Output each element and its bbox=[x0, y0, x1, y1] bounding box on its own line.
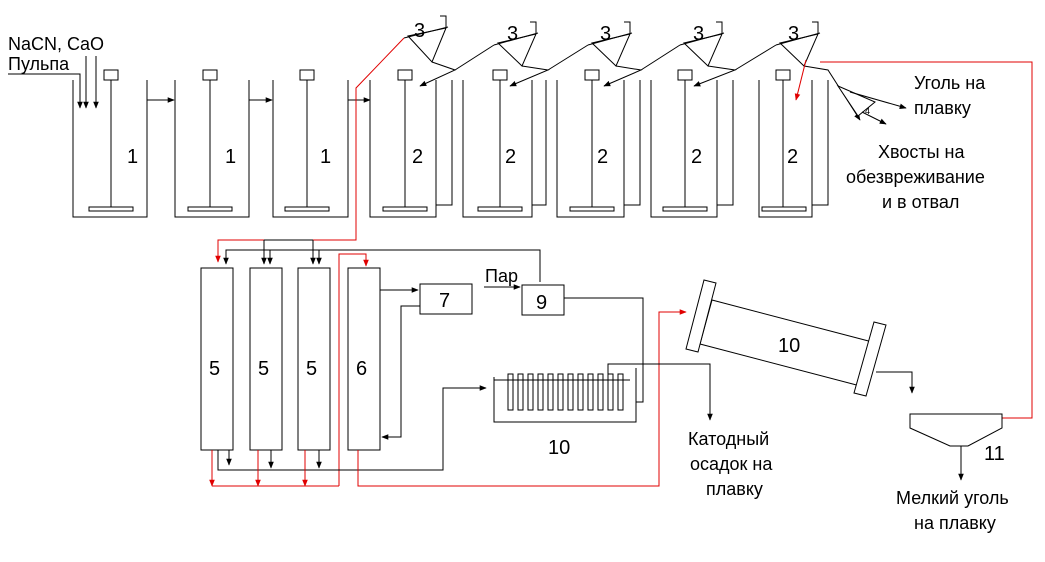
sorption-tank-2: 2 bbox=[462, 69, 547, 218]
screen-number: 3 bbox=[507, 23, 518, 45]
coal-output-label-1: Уголь на bbox=[914, 73, 986, 93]
kiln-number: 10 bbox=[778, 335, 800, 357]
tank-number: 2 bbox=[597, 146, 608, 168]
classifier-number: 11 bbox=[984, 443, 1005, 465]
tank-number: 2 bbox=[505, 146, 516, 168]
screen-2: 3 bbox=[493, 21, 550, 87]
steam-label: Пар bbox=[485, 266, 518, 286]
sorption-tank-3: 2 bbox=[556, 69, 641, 218]
sorption-tank-4: 2 bbox=[650, 69, 734, 218]
carbon-lines-top bbox=[215, 37, 1033, 419]
column-number: 5 bbox=[258, 358, 269, 380]
pulp-transfer-lines bbox=[454, 44, 777, 71]
regeneration-column: 6 bbox=[347, 267, 381, 451]
tails-output-label-2: обезвреживание bbox=[846, 167, 985, 187]
tank-number: 1 bbox=[127, 146, 138, 168]
electrolysis-cell: 10 bbox=[493, 363, 713, 459]
sorption-tank-5: 2 bbox=[758, 69, 829, 218]
screen-3: 3 bbox=[587, 21, 643, 87]
solution-feed-lines bbox=[223, 239, 541, 282]
regeneration-kiln: 10 bbox=[685, 279, 915, 397]
feed-lines bbox=[8, 56, 99, 109]
column-number: 5 bbox=[209, 358, 220, 380]
screen-number: 3 bbox=[414, 20, 425, 42]
screen-number: 3 bbox=[600, 23, 611, 45]
unit-7: 7 bbox=[380, 283, 473, 440]
fine-coal-label-1: Мелкий уголь bbox=[896, 488, 1009, 508]
desorption-column-1: 5 bbox=[200, 267, 234, 451]
desorption-column-3: 5 bbox=[297, 267, 331, 451]
screen-number: 3 bbox=[788, 23, 799, 45]
tank-number: 2 bbox=[787, 146, 798, 168]
screen-small: 4 bbox=[836, 84, 907, 125]
desorption-column-2: 5 bbox=[249, 267, 283, 451]
tank-number: 2 bbox=[412, 146, 423, 168]
small-screen-number: 4 bbox=[865, 106, 870, 116]
reagents-label: NaCN, CaO bbox=[8, 34, 104, 54]
leach-tank-1b: 1 bbox=[174, 69, 250, 218]
leach-tank-1c: 1 bbox=[272, 69, 349, 218]
sorption-tank-1: 2 bbox=[369, 69, 453, 218]
column-outlets bbox=[209, 309, 687, 487]
carbon-column-lines bbox=[338, 253, 369, 486]
tails-output-label-3: и в отвал bbox=[882, 192, 959, 212]
fine-coal-label-2: на плавку bbox=[914, 513, 996, 533]
cathode-label-2: осадок на bbox=[690, 454, 773, 474]
leach-tank-1a: 1 bbox=[72, 69, 148, 218]
cathode-label-1: Катодный bbox=[688, 429, 769, 449]
screen-4: 3 bbox=[679, 21, 737, 87]
electrolysis-number: 10 bbox=[548, 437, 570, 459]
tank-number: 2 bbox=[691, 146, 702, 168]
unit-9-number: 9 bbox=[536, 292, 547, 314]
screen-number: 3 bbox=[693, 23, 704, 45]
cathode-label-3: плавку bbox=[706, 479, 763, 499]
coal-output-label-2: плавку bbox=[914, 98, 971, 118]
tails-output-label-1: Хвосты на bbox=[878, 142, 966, 162]
tank-number: 1 bbox=[320, 146, 331, 168]
tank-number: 1 bbox=[225, 146, 236, 168]
screen-5: 3 bbox=[775, 21, 861, 121]
unit-7-number: 7 bbox=[439, 290, 450, 312]
column-number: 5 bbox=[306, 358, 317, 380]
pulp-label: Пульпа bbox=[8, 54, 70, 74]
unit-9: 9 bbox=[484, 284, 644, 403]
classifier: 11 bbox=[909, 413, 1005, 481]
column-number: 6 bbox=[356, 358, 367, 380]
